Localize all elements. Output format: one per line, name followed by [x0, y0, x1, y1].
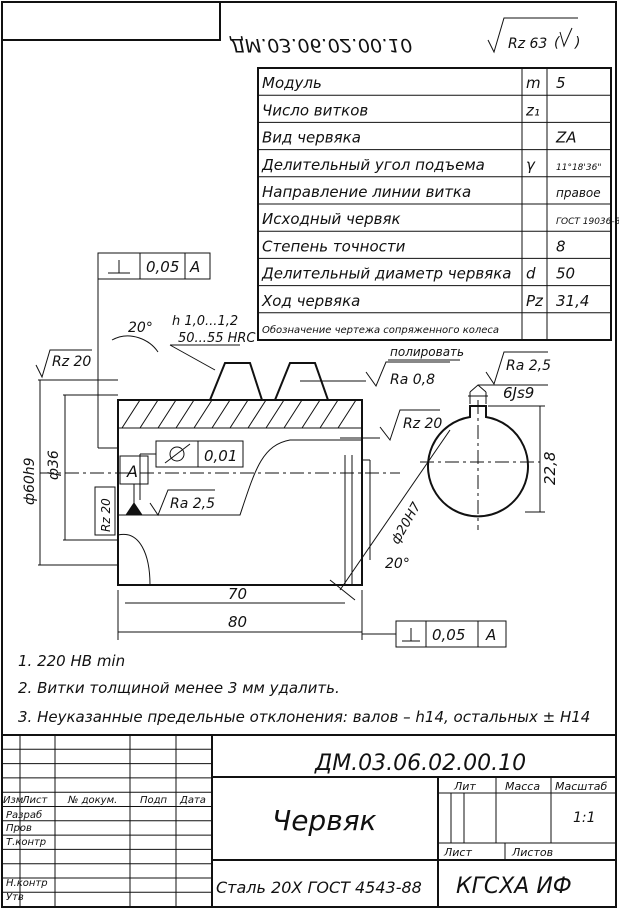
svg-text:ДМ.03.06.02.00.10: ДМ.03.06.02.00.10	[229, 34, 412, 56]
roughness-rz20-vert: Rz 20	[94, 486, 116, 536]
svg-text:полировать: полировать	[390, 345, 464, 359]
param-name: Направление линии витка	[262, 183, 471, 201]
svg-text:0,05: 0,05	[146, 258, 179, 276]
svg-text:Rz 20: Rz 20	[99, 498, 113, 532]
tb-name: Червяк	[272, 804, 377, 837]
title-block: ДМ.03.06.02.00.10 Червяк Сталь 20Х ГОСТ …	[2, 734, 616, 907]
param-name: Исходный червяк	[262, 210, 401, 228]
dim-80: 80	[228, 613, 247, 631]
param-val: 11°18'36"	[556, 163, 601, 173]
dim-phi36: ф36	[46, 450, 62, 480]
svg-text:): )	[574, 35, 580, 51]
param-sym: z₁	[525, 101, 540, 119]
tb-sheets: Листов	[511, 846, 553, 859]
param-val: 5	[556, 74, 566, 92]
svg-text:(: (	[554, 35, 560, 51]
param-name: Ход червяка	[261, 292, 360, 310]
note-3: 3. Неуказанные предельные отклонения: ва…	[18, 708, 590, 726]
note-1: 1. 220 HB min	[18, 652, 125, 670]
dim-22-8: 22,8	[541, 452, 559, 485]
tb-row-0: Разраб	[6, 809, 42, 821]
svg-text:Rz 20: Rz 20	[403, 416, 442, 432]
tb-mass: Масса	[505, 780, 540, 793]
param-name: Степень точности	[262, 237, 406, 255]
tb-col-1: Лист	[21, 795, 49, 806]
param-name: Число витков	[262, 101, 368, 119]
param-val: 50	[556, 265, 575, 283]
tb-col-2: № докум.	[67, 795, 117, 806]
tb-material: Сталь 20Х ГОСТ 4543-88	[216, 878, 422, 897]
param-sym: Pz	[526, 292, 544, 310]
notes: 1. 220 HB min 2. Витки толщиной менее 3 …	[18, 652, 590, 726]
stamp-mirrored: ДМ.03.06.02.00.10	[229, 34, 412, 56]
hatch-band	[118, 399, 362, 429]
tb-sheet: Лист	[443, 846, 472, 859]
perp-tol-frame-top: 0,05 А	[97, 252, 211, 449]
svg-text:0,01: 0,01	[204, 447, 237, 465]
param-name: Модуль	[262, 74, 322, 92]
param-val: ZA	[555, 129, 577, 147]
dim-phi60: ф60h9	[22, 457, 38, 505]
worm-body	[117, 399, 363, 586]
svg-text:А: А	[485, 626, 496, 644]
angle-20-top: 20°	[128, 320, 153, 336]
param-val: правое	[556, 186, 601, 200]
param-sym: d	[526, 265, 536, 283]
svg-text:А: А	[189, 258, 200, 276]
keyway-section: 6Js9 Ra 2,5 22,8	[420, 351, 559, 530]
roughness-rz20-right: Rz 20	[340, 409, 442, 442]
tb-col-4: Дата	[179, 795, 206, 806]
perp-tol-frame-bottom: 0,05 А	[362, 620, 507, 648]
svg-text:Rz 63: Rz 63	[508, 36, 547, 52]
svg-text:Rz 20: Rz 20	[52, 354, 91, 370]
param-name: Делительный диаметр червяка	[261, 265, 511, 283]
angle-20-bottom: 20°	[385, 556, 410, 572]
svg-text:Ra 2,5: Ra 2,5	[170, 496, 215, 512]
tb-lit: Лит	[453, 780, 476, 793]
param-sym: γ	[526, 156, 536, 174]
tb-row-3: Н.контр	[6, 878, 48, 889]
tb-row-4: Утв	[6, 892, 24, 903]
param-val: ГОСТ 19036-81	[556, 217, 619, 227]
param-val: 8	[556, 237, 566, 255]
keyway-tol: 6Js9	[503, 384, 534, 402]
svg-text:0,05: 0,05	[432, 626, 465, 644]
base-a: А	[119, 455, 149, 516]
svg-text:А: А	[126, 462, 138, 481]
tb-row-1: Пров	[6, 823, 32, 834]
dim-phi20: ф20Н7	[388, 499, 424, 547]
roughness-ra25-keyway: Ra 2,5	[506, 358, 551, 374]
roughness-polish: полировать Ra 0,8	[300, 345, 464, 388]
dim-70: 70	[228, 585, 247, 603]
tb-scale: 1:1	[573, 810, 596, 826]
roughness-rz20-left: Rz 20	[35, 349, 92, 379]
roughness-general: Rz 63 ( )	[487, 17, 580, 54]
tb-org: КГСХА ИФ	[456, 874, 572, 899]
section-contour	[118, 439, 362, 516]
cyl-tol-frame: 0,01	[139, 440, 244, 500]
roughness-ra25-inner: Ra 2,5	[149, 489, 215, 517]
param-name: Обозначение чертежа сопряженного колеса	[262, 324, 499, 336]
tb-row-2: Т.контр	[6, 837, 46, 848]
note-2: 2. Витки толщиной менее 3 мм удалить.	[18, 679, 340, 697]
stamp-box	[1, 1, 221, 41]
hardness-hrc: 50...55 HRC	[178, 331, 256, 346]
tb-scale-h: Масштаб	[555, 780, 607, 793]
param-name: Вид червяка	[262, 129, 361, 147]
param-name: Делительный угол подъема	[261, 156, 485, 174]
hardness-depth: h 1,0...1,2	[172, 314, 238, 329]
worm-part-view: ф60h9 ф36 70 80 20° 0,05 А 20° h 1,0...1…	[22, 252, 559, 648]
tb-col-3: Подп	[140, 795, 168, 806]
tb-col-0: Изм	[3, 795, 24, 806]
tb-code: ДМ.03.06.02.00.10	[314, 751, 526, 776]
param-val: 31,4	[556, 292, 589, 310]
svg-text:Ra 0,8: Ra 0,8	[390, 372, 435, 388]
param-sym: m	[526, 74, 541, 92]
